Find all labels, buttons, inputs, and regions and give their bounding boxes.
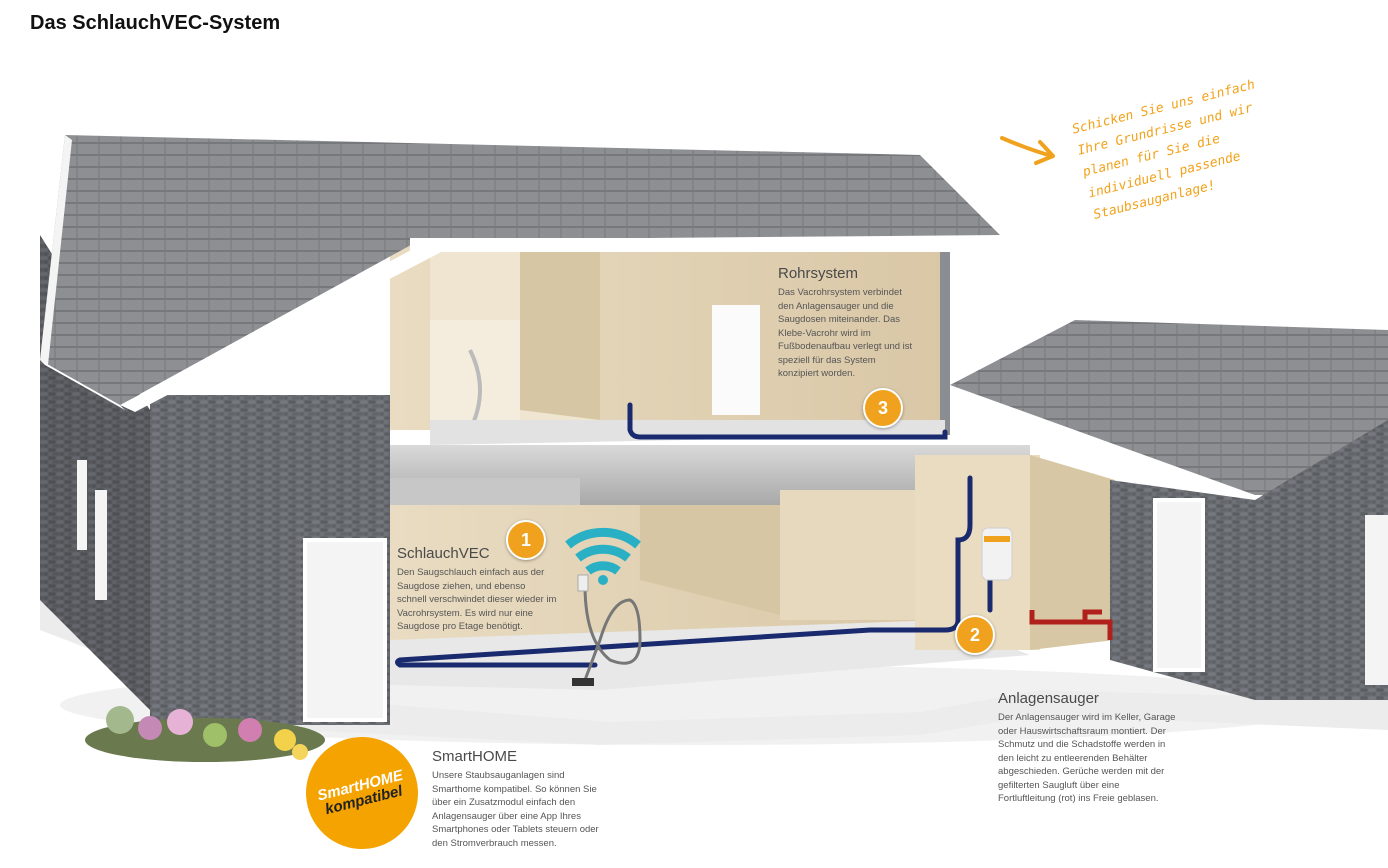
callout-number-2: 2 bbox=[955, 615, 995, 655]
callout-heading: Rohrsystem bbox=[778, 265, 859, 282]
callout-body: Den Saugschlauch einfach aus der Saugdos… bbox=[397, 567, 557, 632]
arrow-icon bbox=[1000, 136, 1055, 165]
callout-body: Der Anlagensauger wird im Keller, Garage… bbox=[998, 712, 1176, 804]
main-roof bbox=[40, 135, 1000, 405]
flower-bed bbox=[85, 706, 325, 762]
callout-heading: SchlauchVEC bbox=[397, 545, 490, 562]
central-vacuum-unit-icon bbox=[981, 527, 1013, 581]
exhaust-pipe bbox=[1029, 609, 1113, 640]
callout-body: Unsere Staubsauganlagen sind Smarthome k… bbox=[432, 770, 599, 849]
callout-rohrsystem: Rohrsystem Das Vacrohrsystem verbindet d… bbox=[778, 265, 913, 381]
callout-number-3: 3 bbox=[863, 388, 903, 428]
garage-roof bbox=[950, 320, 1388, 500]
callout-heading: SmartHOME bbox=[432, 748, 518, 765]
callout-anlagensauger: Anlagensauger Der Anlagensauger wird im … bbox=[998, 690, 1178, 806]
callout-smarthome: SmartHOME Unsere Staubsauganlagen sind S… bbox=[432, 748, 604, 850]
callout-heading: Anlagensauger bbox=[998, 690, 1099, 707]
callout-number-1: 1 bbox=[506, 520, 546, 560]
callout-schlauchvec: SchlauchVEC Den Saugschlauch einfach aus… bbox=[397, 545, 557, 634]
vacuum-hose-icon bbox=[583, 584, 642, 681]
wifi-icon bbox=[565, 528, 641, 575]
callout-body: Das Vacrohrsystem verbindet den Anlagens… bbox=[778, 287, 913, 379]
page-title: Das SchlauchVEC-System bbox=[30, 12, 281, 34]
